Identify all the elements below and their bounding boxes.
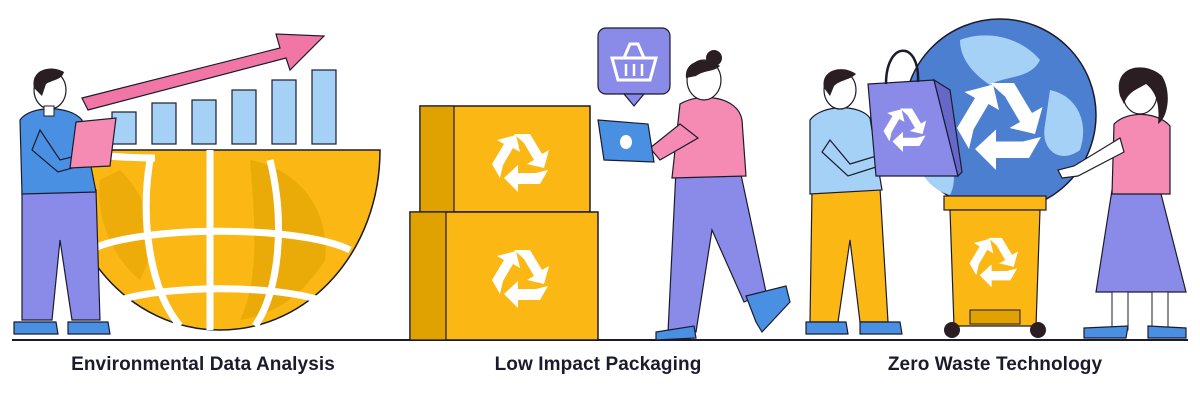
caption-low-impact-packaging: Low Impact Packaging <box>494 354 702 375</box>
caption-environmental-data-analysis: Environmental Data Analysis <box>71 354 335 375</box>
recycle-bin-icon <box>943 195 1047 338</box>
zero-waste-technology-scene <box>805 18 1187 339</box>
man-with-tablet <box>13 68 117 335</box>
bar-chart-icon <box>111 69 337 145</box>
box-top <box>419 105 591 213</box>
laptop-icon <box>597 119 655 163</box>
shopping-basket-icon <box>597 27 671 107</box>
trend-arrow-icon <box>81 33 326 111</box>
woman-pointing <box>1057 67 1187 339</box>
man-with-shopping-bag <box>805 69 903 335</box>
box-bottom <box>409 211 599 341</box>
woman-with-laptop <box>597 50 791 341</box>
low-impact-packaging-scene <box>409 27 791 341</box>
globe-icon <box>59 146 381 331</box>
caption-zero-waste-technology: Zero Waste Technology <box>887 354 1103 375</box>
shopping-bag-icon <box>867 49 963 178</box>
environmental-data-scene <box>13 33 381 335</box>
